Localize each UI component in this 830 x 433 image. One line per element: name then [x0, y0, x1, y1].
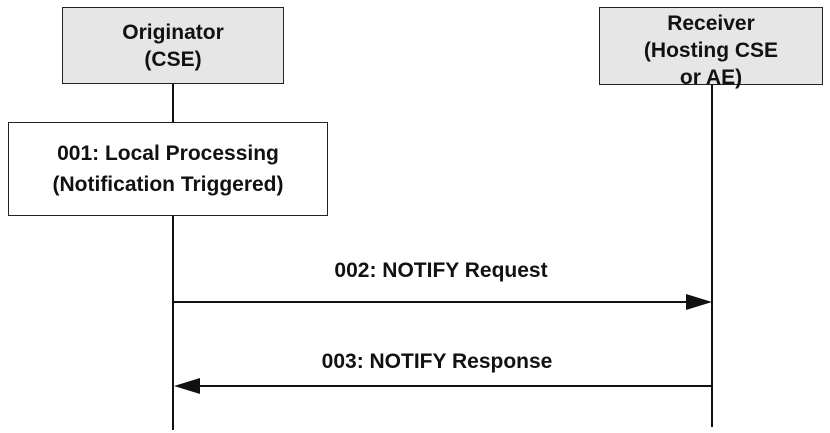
notify-response-label: 003: NOTIFY Response: [321, 350, 553, 373]
notify-request-arrow: [173, 294, 712, 310]
local-processing-box: 001: Local Processing (Notification Trig…: [8, 122, 328, 216]
local-processing-title: 001: Local Processing: [57, 142, 279, 165]
local-processing-note: (Notification Triggered): [52, 173, 284, 196]
receiver-type-line1: (Hosting CSE: [643, 39, 779, 62]
receiver-box: Receiver (Hosting CSE or AE): [599, 7, 823, 89]
originator-type: (CSE): [144, 47, 202, 71]
notify-response-arrow: [174, 378, 712, 394]
receiver-name: Receiver: [667, 12, 755, 35]
originator-box: Originator (CSE): [62, 7, 284, 84]
receiver-type-line2: or AE): [679, 66, 743, 89]
originator-name: Originator: [122, 20, 224, 44]
notify-request-label: 002: NOTIFY Request: [334, 259, 548, 282]
